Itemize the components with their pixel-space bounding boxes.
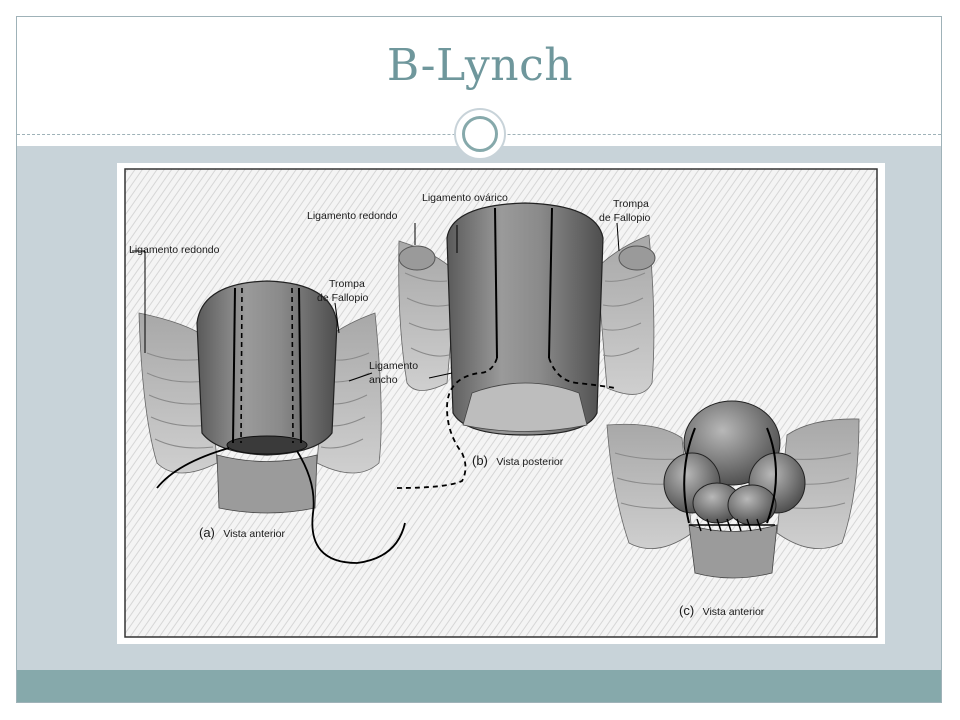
caption-b: (b) Vista posterior [472,452,564,469]
label-broad-ligament-line1: Ligamento [369,360,418,372]
panel-c-illustration [606,400,860,579]
footer-band [17,670,941,702]
b-lynch-figure: Ligamento redondo Trompa de Fallopio Lig… [117,163,885,644]
caption-a: (a) Vista anterior [199,524,286,541]
label-tube-a-line2: de Fallopio [317,292,369,304]
label-tube-b-line2: de Fallopio [599,212,651,224]
label-tube-a-line1: Trompa [329,278,365,290]
label-tube-b-line1: Trompa [613,198,649,210]
caption-b-text: Vista posterior [496,456,563,468]
panel-b-illustration [396,202,656,489]
label-broad-ligament-line2: ancho [369,374,398,386]
caption-b-letter: (b) [472,453,488,468]
slide-title: B-Lynch [386,40,574,91]
label-ovarian-ligament: Ligamento ovárico [422,192,508,204]
caption-c: (c) Vista anterior [679,602,765,619]
b-lynch-illustration: Ligamento redondo Trompa de Fallopio Lig… [124,168,878,638]
caption-c-text: Vista anterior [703,606,765,618]
label-round-ligament-a: Ligamento redondo [129,244,220,256]
caption-a-letter: (a) [199,525,215,540]
caption-a-text: Vista anterior [223,528,285,540]
ring-ornament-icon [454,108,506,160]
panel-a-illustration [132,250,406,564]
label-round-ligament-b: Ligamento redondo [307,210,398,222]
caption-c-letter: (c) [679,603,694,618]
